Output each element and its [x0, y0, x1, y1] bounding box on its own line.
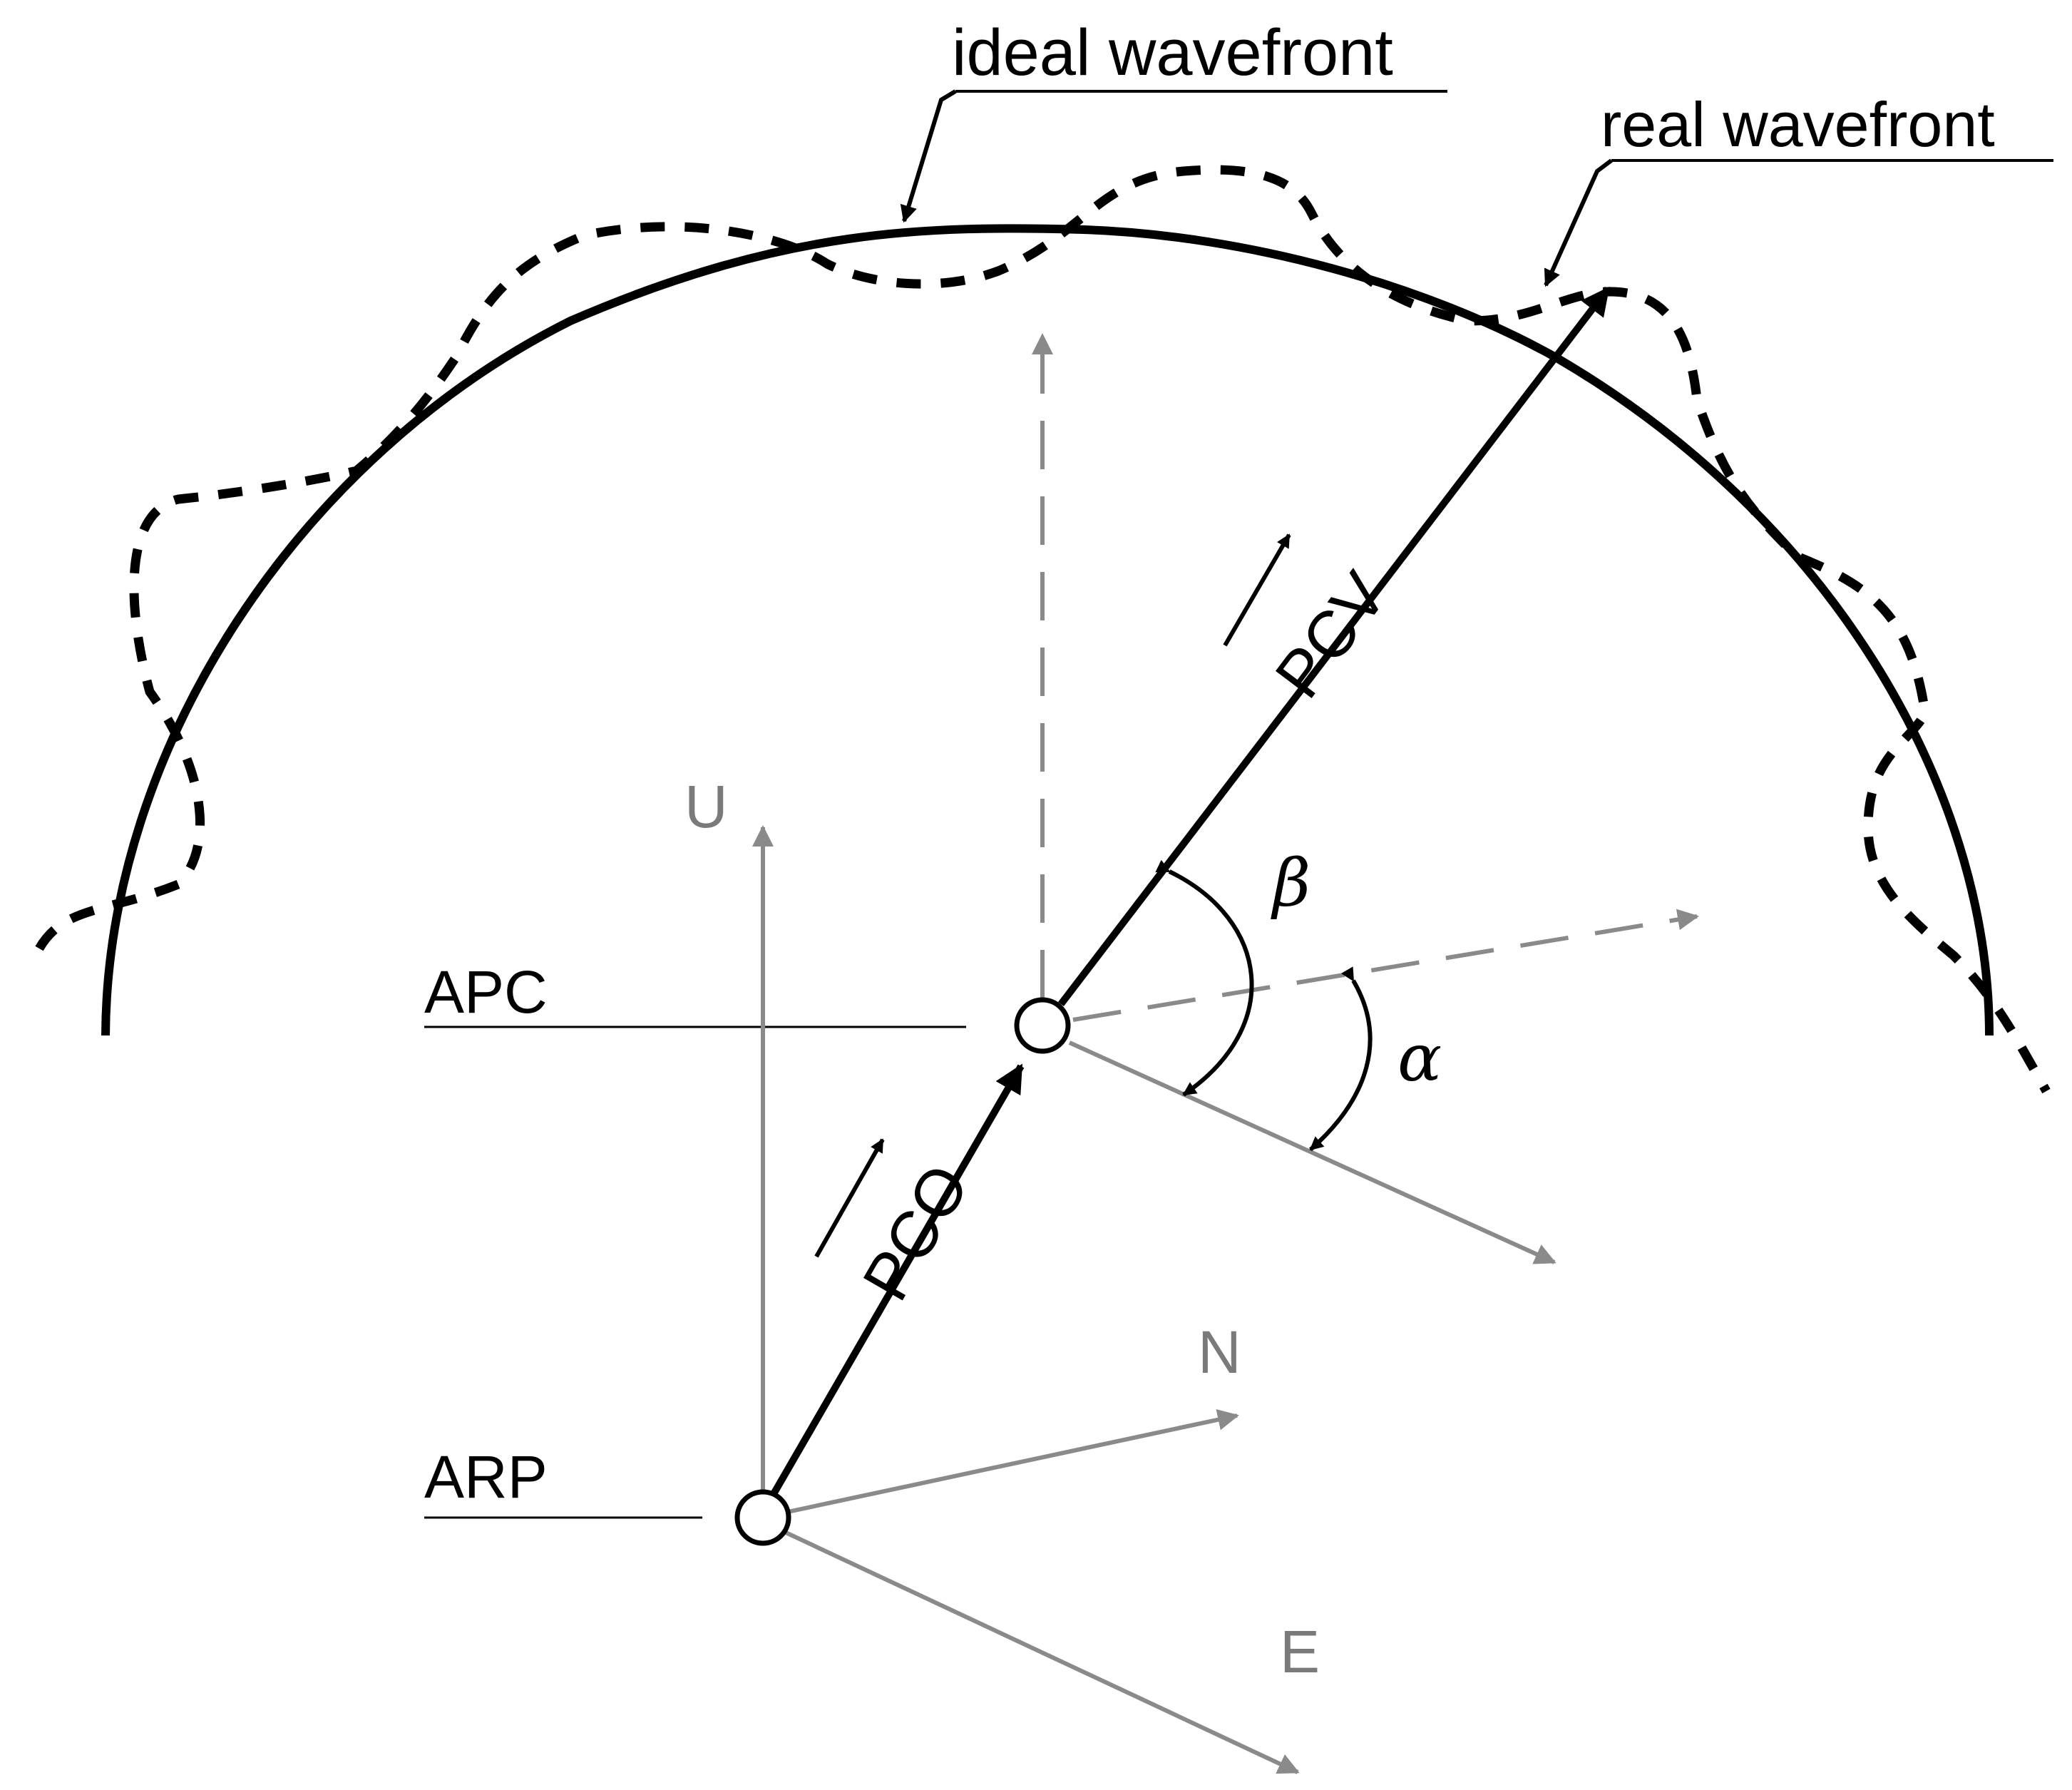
e-axis-arrow — [783, 1530, 1300, 1774]
pcv-vector-notation-arrow — [1223, 533, 1291, 647]
pcv-vector-arrow — [1058, 286, 1611, 1007]
ideal-wavefront-label: ideal wavefront — [952, 16, 1393, 89]
real-wavefront-label: real wavefront — [1601, 89, 1995, 160]
e-axis-label: E — [1280, 1618, 1320, 1685]
beta-angle-arc — [1155, 859, 1254, 1097]
apc-horizontal-dashed-arrow — [1072, 909, 1699, 1022]
apc-lower-right-arrow — [1068, 1040, 1556, 1264]
beta-symbol: β — [1271, 845, 1311, 921]
apc-label: APC — [424, 958, 548, 1026]
ideal-wavefront-arc — [101, 224, 1994, 1036]
pco-label: PCO — [849, 1152, 983, 1312]
n-axis-label: N — [1198, 1319, 1241, 1386]
arp-point — [734, 1489, 791, 1546]
apc-point — [1014, 997, 1071, 1054]
real-wavefront-curve — [35, 165, 2051, 1094]
alpha-angle-arc — [1309, 966, 1373, 1152]
arp-label: ARP — [424, 1443, 548, 1510]
u-axis-label: U — [684, 773, 728, 840]
pco-vector-arrow — [768, 1063, 1025, 1500]
ideal-wavefront-leader-arrow — [900, 89, 957, 223]
real-wavefront-leader-arrow — [1544, 158, 1613, 287]
alpha-symbol: α — [1397, 1020, 1442, 1096]
n-axis-arrow — [787, 1408, 1239, 1514]
pco-vector-notation-arrow — [814, 1138, 885, 1258]
